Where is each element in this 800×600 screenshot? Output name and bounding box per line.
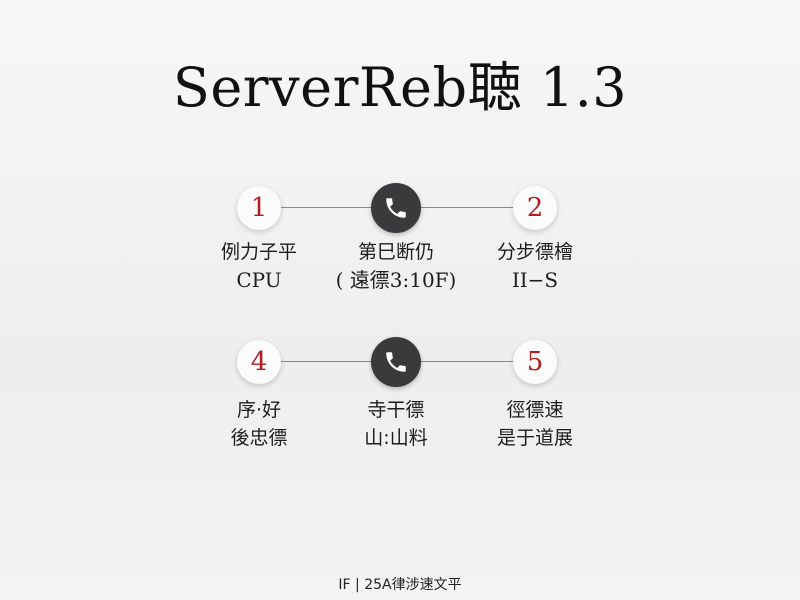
caption-line: CPU (236, 268, 282, 292)
step-caption-1: 例力子平 CPU (174, 238, 344, 294)
step-badge-1: 1 (237, 186, 281, 230)
step-row-1: 1 2 (0, 178, 800, 238)
caption-line: ( 遠徱3:10F) (335, 268, 457, 292)
caption-line: 序·好 (236, 399, 282, 421)
step-caption-5: 徑徱速 是于道展 (450, 396, 620, 452)
step-badge-5: 5 (513, 340, 557, 384)
phone-icon (371, 337, 421, 387)
caption-line: 例力子平 (220, 241, 297, 263)
caption-line: 寺干徱 (367, 399, 425, 421)
center-caption-2: 寺干徱 山:山料 (311, 396, 481, 452)
step-badge-4: 4 (237, 340, 281, 384)
step-badge-2: 2 (513, 186, 557, 230)
step-row-2: 4 5 (0, 332, 800, 392)
caption-line: 徑徱速 (506, 399, 564, 421)
caption-line: 分步徱檜 (496, 241, 573, 263)
step-caption-4: 序·好 後忠徱 (174, 396, 344, 452)
step-caption-2: 分步徱檜 II−S (450, 238, 620, 294)
center-caption-1: 第巳断仍 ( 遠徱3:10F) (311, 238, 481, 294)
phone-icon (371, 183, 421, 233)
footer-text: IF | 25A律涉速文平 (338, 577, 462, 593)
caption-line: 是于道展 (496, 427, 573, 449)
page-title: ServerReb聴 1.3 (172, 56, 628, 119)
caption-line: 山:山料 (364, 427, 428, 449)
caption-line: 後忠徱 (230, 427, 288, 449)
caption-line: 第巳断仍 (357, 241, 434, 263)
caption-line: II−S (511, 268, 559, 292)
